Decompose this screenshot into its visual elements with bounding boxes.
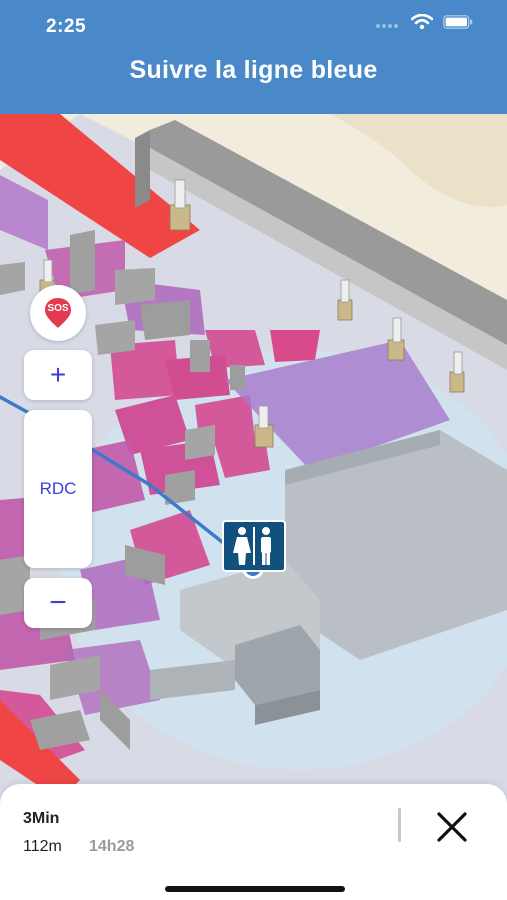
map-canvas[interactable]	[0, 114, 507, 814]
status-icons	[375, 14, 473, 30]
page-title: Suivre la ligne bleue	[129, 56, 378, 84]
status-bar: 2:25	[0, 0, 507, 52]
sos-label: SOS	[47, 303, 69, 314]
sos-pin: SOS	[41, 296, 75, 330]
wifi-icon	[411, 14, 433, 30]
battery-icon	[443, 15, 473, 29]
status-time: 2:25	[46, 16, 87, 37]
zoom-in-button[interactable]: +	[24, 350, 92, 400]
panel-divider	[398, 808, 401, 842]
route-duration: 3Min	[23, 810, 60, 827]
home-indicator[interactable]	[165, 886, 345, 892]
destination-marker[interactable]	[222, 520, 286, 572]
sos-pin-icon	[45, 298, 71, 328]
indoor-map[interactable]: SOS + RDC −	[0, 114, 507, 814]
sos-button[interactable]: SOS	[30, 285, 86, 341]
arrival-time: 14h28	[89, 838, 135, 855]
route-distance: 112m	[23, 838, 62, 855]
close-route-button[interactable]	[428, 806, 476, 848]
zoom-out-button[interactable]: −	[24, 578, 92, 628]
toilets-icon	[233, 527, 271, 565]
close-icon	[437, 812, 467, 842]
floor-selector[interactable]: RDC	[24, 410, 92, 568]
route-summary-panel: 3Min 112m 14h28	[0, 784, 507, 900]
header-bar: 2:25 Suivre la ligne bleue	[0, 0, 507, 114]
cellular-signal-icon	[376, 24, 398, 28]
